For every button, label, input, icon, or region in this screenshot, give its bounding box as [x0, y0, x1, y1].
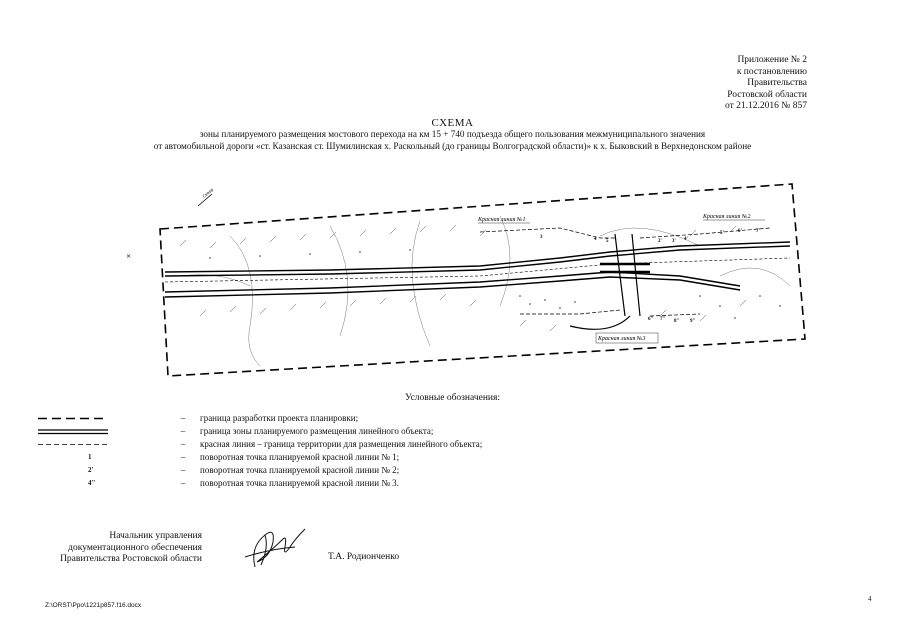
svg-text:5': 5' [720, 231, 725, 236]
turning-point-symbol: 2' [88, 466, 94, 474]
north-arrow-icon: Север [197, 187, 215, 207]
appendix-line: Ростовской области [727, 89, 807, 100]
appendix-line: от 21.12.2016 № 857 [725, 101, 807, 112]
signatory-line: документационного обеспечения [68, 542, 202, 553]
legend-item: – красная линия – граница территории для… [38, 438, 678, 451]
svg-text:3': 3' [672, 239, 677, 244]
zone-double-line-symbol [38, 429, 108, 435]
svg-text:7': 7' [756, 229, 761, 234]
red-lines [479, 227, 771, 317]
turning-point-symbol: 4" [88, 479, 96, 487]
appendix-line: Приложение № 2 [737, 55, 807, 65]
vegetation-dots [209, 249, 781, 319]
legend-item: 4" – поворотная точка планируемой красно… [38, 477, 678, 490]
svg-text:6": 6" [648, 317, 654, 322]
page-subtitle-line-1: зоны планируемого размещения мостового п… [199, 129, 706, 139]
svg-text:8": 8" [674, 319, 680, 324]
legend-text: поворотная точка планируемой красной лин… [200, 465, 400, 475]
signatory-line: Начальник управления [109, 531, 202, 541]
legend-item: 2' – поворотная точка планируемой красно… [38, 464, 678, 477]
svg-text:4': 4' [684, 237, 689, 242]
signatory-line: Правительства Ростовской области [60, 554, 202, 564]
legend-text: красная линия – граница территории для р… [200, 439, 483, 449]
legend-item: – граница разработки проекта планировки; [38, 412, 678, 425]
appendix-line: к постановлению [736, 66, 807, 77]
title-block: СХЕМА зоны планируемого размещения мосто… [0, 117, 905, 152]
svg-text:6': 6' [738, 229, 743, 234]
red-line-3-label: Красная линия №3 [597, 336, 645, 342]
legend: – граница разработки проекта планировки;… [38, 412, 678, 490]
legend-item: 1 – поворотная точка планируемой красной… [38, 451, 678, 464]
svg-text:×: × [126, 253, 131, 260]
legend-dash: – [180, 465, 186, 475]
legend-text: поворотная точка планируемой красной лин… [200, 478, 399, 488]
planning-scheme-map: Север × [126, 183, 806, 377]
page-number: 4 [868, 595, 872, 603]
terrain-hatching [179, 224, 747, 332]
legend-text: поворотная точка планируемой красной лин… [200, 452, 400, 462]
project-boundary [159, 183, 806, 377]
legend-dash: – [180, 426, 186, 436]
page-title: СХЕМА [431, 117, 474, 129]
turning-points: 3 4 5 2' 3' 4' 5' 6' 7' 6" 7" 8" 9" [540, 229, 761, 324]
terrain-curves [179, 215, 791, 367]
legend-dash: – [180, 478, 186, 488]
legend-item: – граница зоны планируемого размещения л… [38, 425, 678, 438]
appendix-line: Правительства [747, 78, 807, 89]
svg-text:7": 7" [660, 317, 666, 322]
legend-title: Условные обозначения: [404, 393, 500, 403]
red-line-2-label: Красная линия №2 [702, 214, 750, 220]
signatory-name: Т.А. Родионченко [328, 552, 400, 562]
bridge-crossing [569, 233, 650, 330]
red-line-1-label: Красная линия №1 [477, 217, 525, 223]
turning-point-symbol: 1 [88, 453, 92, 461]
svg-text:4: 4 [594, 237, 597, 242]
legend-dash: – [180, 439, 186, 449]
legend-dash: – [180, 452, 186, 462]
svg-text:2': 2' [658, 239, 663, 244]
handwritten-signature [244, 528, 306, 568]
legend-text: граница разработки проекта планировки; [200, 413, 359, 423]
legend-text: граница зоны планируемого размещения лин… [200, 426, 434, 436]
svg-text:3: 3 [540, 235, 543, 240]
road-corridor [164, 241, 791, 298]
svg-text:9": 9" [690, 319, 696, 324]
boundary-dashed-symbol [38, 417, 108, 420]
appendix-header: Приложение № 2 к постановлению Правитель… [725, 55, 807, 113]
red-line-dashed-symbol [38, 444, 108, 445]
legend-dash: – [180, 413, 186, 423]
page-subtitle-line-2: от автомобильной дороги «ст. Казанская с… [153, 140, 752, 151]
file-path: Z:\ORST\Ppo\1221p857.f16.docx [45, 602, 142, 609]
signatory-title: Начальник управления документационного о… [40, 531, 202, 566]
svg-text:5: 5 [606, 239, 609, 244]
